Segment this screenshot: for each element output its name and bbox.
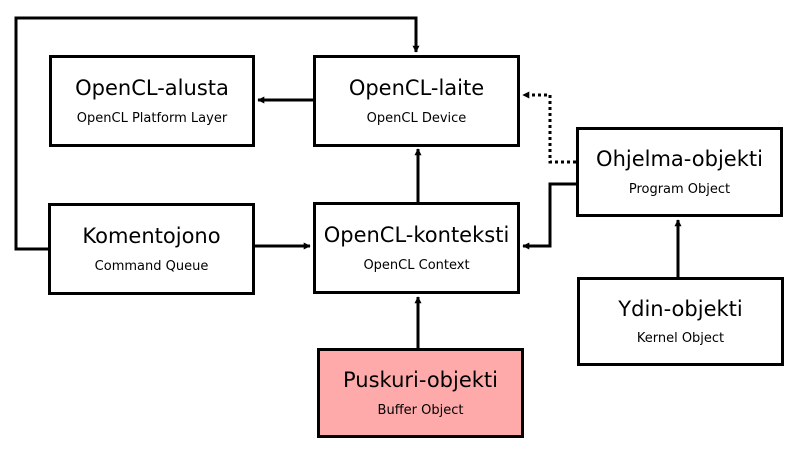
buffer-object-title: Puskuri-objekti — [343, 368, 498, 393]
kernel-object-title: Ydin-objekti — [618, 296, 743, 321]
command-queue-title: Komentojono — [82, 224, 221, 249]
buffer-object-subtitle: Buffer Object — [377, 402, 464, 418]
opencl-context-subtitle: OpenCL Context — [363, 257, 470, 273]
command-queue-subtitle: Command Queue — [94, 258, 209, 274]
edge-program-to-context — [522, 182, 576, 250]
opencl-device-subtitle: OpenCL Device — [366, 110, 467, 126]
opencl-device-title: OpenCL-laite — [348, 76, 485, 101]
opencl-context-box: OpenCL-konteksti OpenCL Context — [313, 202, 520, 294]
opencl-platform-box: OpenCL-alusta OpenCL Platform Layer — [49, 55, 255, 147]
kernel-object-subtitle: Kernel Object — [636, 331, 725, 347]
program-object-box: Ohjelma-objekti Program Object — [576, 127, 783, 217]
opencl-device-box: OpenCL-laite OpenCL Device — [313, 55, 520, 147]
edge-program-to-device-dotted — [522, 91, 576, 164]
buffer-object-box: Puskuri-objekti Buffer Object — [317, 348, 524, 438]
opencl-context-title: OpenCL-konteksti — [323, 223, 510, 248]
program-object-subtitle: Program Object — [628, 181, 731, 197]
edge-queue-to-device — [14, 16, 420, 251]
opencl-platform-title: OpenCL-alusta — [75, 76, 229, 101]
kernel-object-box: Ydin-objekti Kernel Object — [577, 277, 784, 366]
command-queue-box: Komentojono Command Queue — [48, 203, 255, 295]
program-object-title: Ohjelma-objekti — [596, 147, 763, 172]
opencl-platform-subtitle: OpenCL Platform Layer — [76, 110, 228, 126]
edges-layer — [14, 16, 682, 348]
